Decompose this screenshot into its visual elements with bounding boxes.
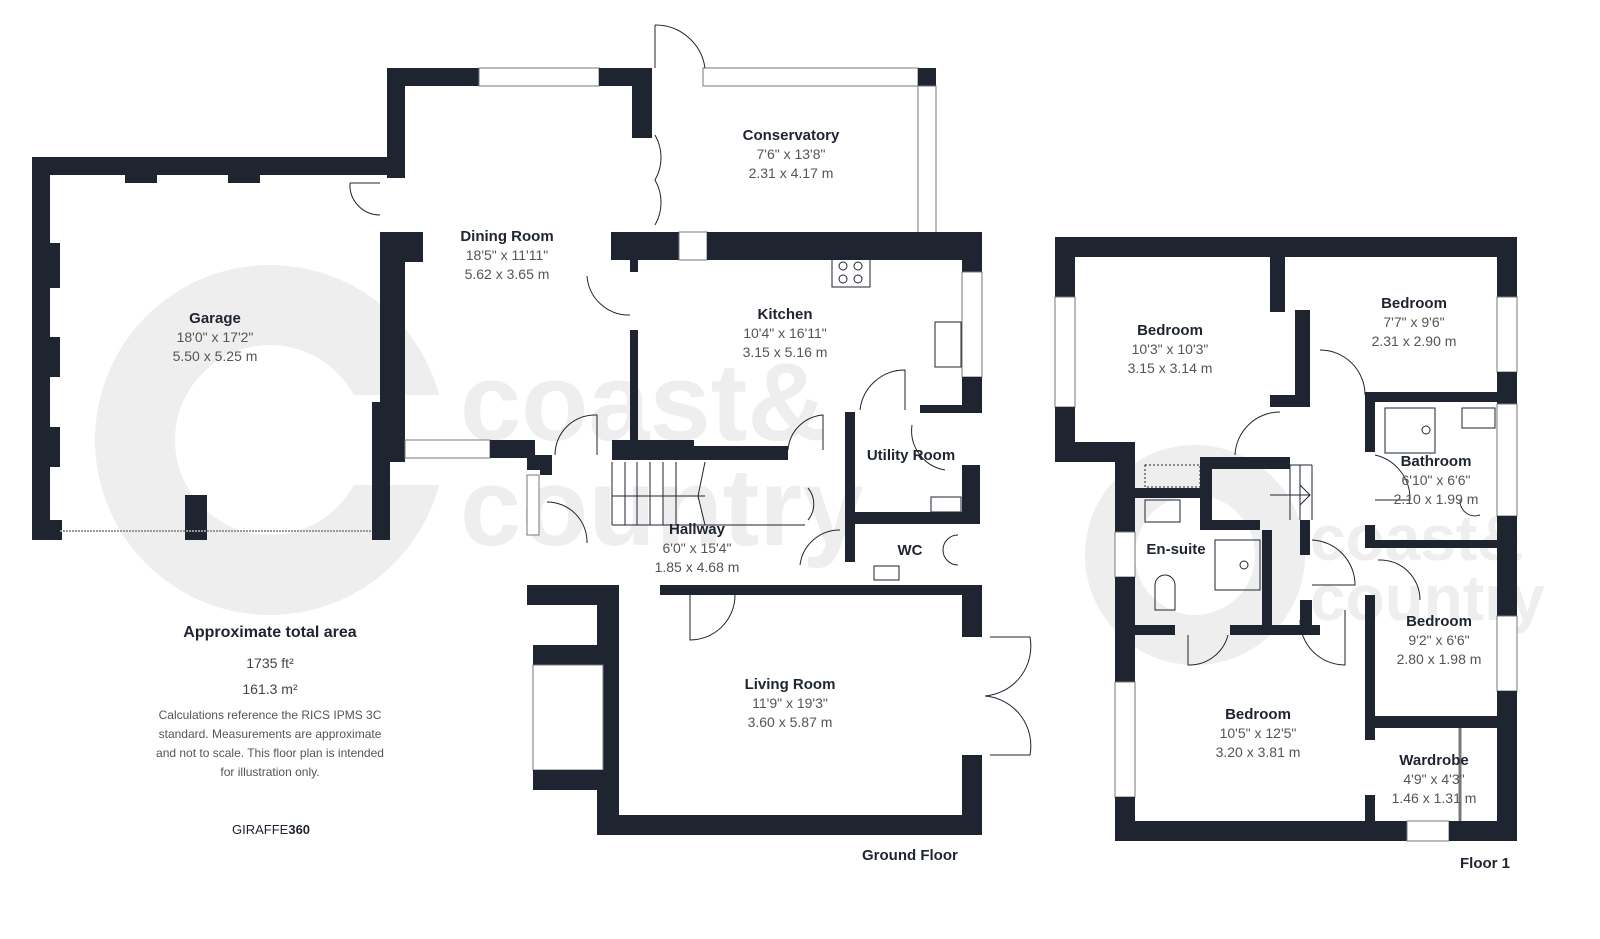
room-dim-metric: 3.15 x 5.16 m bbox=[742, 344, 828, 360]
floor1-walls bbox=[1054, 237, 1518, 842]
room-wardrobe: Wardrobe 4'9" x 4'3" 1.46 x 1.31 m bbox=[1392, 751, 1477, 808]
room-wc: WC bbox=[898, 541, 923, 560]
room-dim-imperial: 6'10" x 6'6" bbox=[1401, 472, 1471, 488]
room-name: Bathroom bbox=[1400, 453, 1472, 470]
floor-label-ground: Ground Floor bbox=[862, 847, 958, 864]
room-dim-imperial: 7'7" x 9'6" bbox=[1383, 314, 1445, 330]
room-name: Bedroom bbox=[1137, 322, 1203, 339]
room-dim-metric: 1.46 x 1.31 m bbox=[1391, 790, 1477, 806]
room-name: Living Room bbox=[744, 676, 836, 693]
room-bathroom: Bathroom 6'10" x 6'6" 2.10 x 1.99 m bbox=[1394, 452, 1479, 509]
room-kitchen: Kitchen 10'4" x 16'11" 3.15 x 5.16 m bbox=[743, 305, 828, 362]
room-bedroom-3: Bedroom 9'2" x 6'6" 2.80 x 1.98 m bbox=[1397, 612, 1482, 669]
room-dining-room: Dining Room 18'5" x 11'11" 5.62 x 3.65 m bbox=[460, 227, 553, 284]
room-dim-imperial: 9'2" x 6'6" bbox=[1408, 632, 1470, 648]
room-dim-metric: 2.80 x 1.98 m bbox=[1396, 651, 1482, 667]
room-dim-metric: 3.20 x 3.81 m bbox=[1215, 744, 1301, 760]
room-name: Utility Room bbox=[866, 447, 956, 464]
room-name: Wardrobe bbox=[1399, 752, 1469, 769]
room-en-suite: En-suite bbox=[1146, 540, 1205, 559]
area-sqft: 1735 ft² bbox=[246, 655, 294, 671]
room-dim-metric: 5.50 x 5.25 m bbox=[172, 348, 258, 364]
room-conservatory: Conservatory 7'6" x 13'8" 2.31 x 4.17 m bbox=[743, 126, 840, 183]
room-dim-metric: 3.15 x 3.14 m bbox=[1127, 360, 1213, 376]
ground-floor-walls bbox=[32, 24, 1032, 835]
room-hallway: Hallway 6'0" x 15'4" 1.85 x 4.68 m bbox=[655, 520, 740, 577]
room-dim-metric: 1.85 x 4.68 m bbox=[654, 559, 740, 575]
room-dim-imperial: 18'0" x 17'2" bbox=[176, 329, 254, 345]
room-dim-metric: 2.31 x 4.17 m bbox=[748, 165, 834, 181]
room-name: Dining Room bbox=[460, 228, 554, 245]
room-dim-metric: 3.60 x 5.87 m bbox=[747, 714, 833, 730]
room-dim-metric: 2.31 x 2.90 m bbox=[1371, 333, 1457, 349]
room-name: Kitchen bbox=[757, 306, 813, 323]
room-name: Bedroom bbox=[1406, 613, 1472, 630]
room-dim-imperial: 18'5" x 11'11" bbox=[465, 247, 549, 263]
brand-suffix: 360 bbox=[288, 822, 311, 837]
brand-prefix: GIRAFFE bbox=[232, 822, 289, 837]
brand-logo: GIRAFFE360 bbox=[232, 822, 310, 837]
room-dim-imperial: 10'3" x 10'3" bbox=[1131, 341, 1209, 357]
room-name: Bedroom bbox=[1381, 295, 1447, 312]
room-dim-imperial: 11'9" x 19'3" bbox=[752, 695, 828, 711]
room-bedroom-2: Bedroom 7'7" x 9'6" 2.31 x 2.90 m bbox=[1372, 294, 1457, 351]
room-dim-imperial: 10'4" x 16'11" bbox=[743, 325, 827, 341]
room-utility: Utility Room bbox=[867, 446, 955, 465]
area-disclaimer: Calculations reference the RICS IPMS 3C … bbox=[156, 708, 384, 779]
room-dim-imperial: 10'5" x 12'5" bbox=[1219, 725, 1297, 741]
room-name: Hallway bbox=[669, 521, 725, 538]
area-title: Approximate total area bbox=[183, 624, 357, 641]
area-summary: Approximate total area 1735 ft² 161.3 m²… bbox=[150, 624, 390, 782]
room-dim-imperial: 7'6" x 13'8" bbox=[756, 146, 826, 162]
room-living-room: Living Room 11'9" x 19'3" 3.60 x 5.87 m bbox=[745, 675, 836, 732]
svg-text:coast&: coast& bbox=[1310, 502, 1523, 574]
room-name: WC bbox=[897, 542, 923, 559]
floor-label-floor1: Floor 1 bbox=[1460, 855, 1511, 872]
room-name: Bedroom bbox=[1225, 706, 1291, 723]
room-bedroom-4: Bedroom 10'5" x 12'5" 3.20 x 3.81 m bbox=[1216, 705, 1301, 762]
room-name: Conservatory bbox=[742, 127, 840, 144]
room-bedroom-1: Bedroom 10'3" x 10'3" 3.15 x 3.14 m bbox=[1128, 321, 1213, 378]
room-name: En-suite bbox=[1146, 541, 1206, 558]
room-dim-metric: 5.62 x 3.65 m bbox=[464, 266, 550, 282]
room-dim-metric: 2.10 x 1.99 m bbox=[1393, 491, 1479, 507]
room-name: Garage bbox=[189, 310, 241, 327]
room-dim-imperial: 6'0" x 15'4" bbox=[662, 540, 732, 556]
room-dim-imperial: 4'9" x 4'3" bbox=[1403, 771, 1465, 787]
room-garage: Garage 18'0" x 17'2" 5.50 x 5.25 m bbox=[173, 309, 258, 366]
watermark-logo-floor1: coast& country bbox=[1085, 445, 1545, 665]
area-sqm: 161.3 m² bbox=[242, 681, 298, 697]
